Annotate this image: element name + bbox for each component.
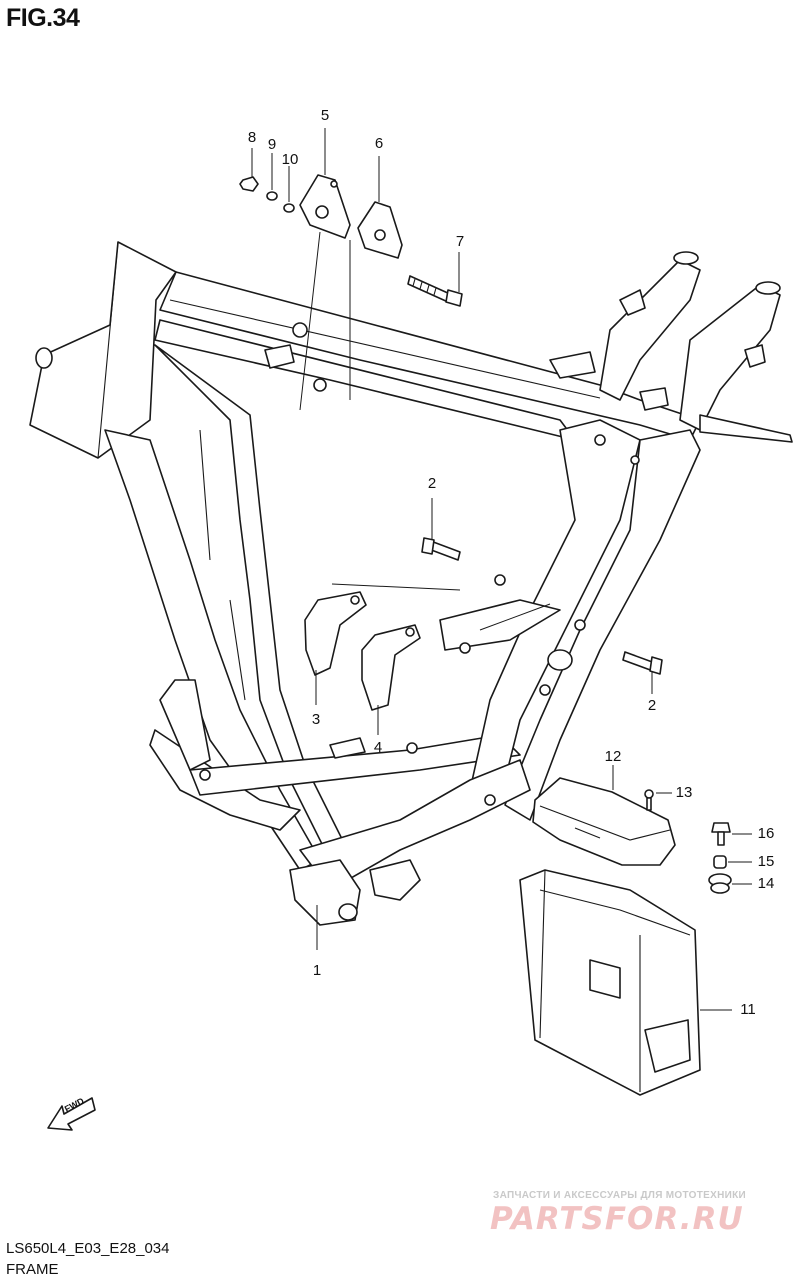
model-code: LS650L4_E03_E28_034 xyxy=(6,1240,170,1257)
leader-lines xyxy=(251,128,752,1011)
fwd-arrow-icon xyxy=(47,1097,96,1131)
callout-1: 1 xyxy=(312,962,322,979)
bracket-4 xyxy=(361,624,421,711)
grommet-14 xyxy=(708,873,732,894)
battery-cover-12 xyxy=(532,777,676,866)
callout-13: 13 xyxy=(675,784,693,801)
washer-10 xyxy=(283,203,295,213)
callout-4: 4 xyxy=(373,739,383,756)
bracket-3 xyxy=(304,591,367,676)
callout-15: 15 xyxy=(757,853,775,870)
nut-8 xyxy=(239,176,259,192)
callout-5: 5 xyxy=(320,107,330,124)
callout-2-lower: 2 xyxy=(647,697,657,714)
callout-8: 8 xyxy=(247,129,257,146)
callout-11: 11 xyxy=(740,1001,756,1018)
callout-16: 16 xyxy=(757,825,775,842)
screw-13 xyxy=(644,789,654,811)
callout-14: 14 xyxy=(757,875,775,892)
frame-part-1 xyxy=(29,241,793,926)
engine-mount-bracket-5 xyxy=(299,174,351,239)
watermark-logo: PARTSFOR.RU xyxy=(490,1201,744,1237)
callout-7: 7 xyxy=(455,233,465,250)
bolt-2a xyxy=(421,537,461,561)
bolt-2b xyxy=(622,651,663,675)
callout-3: 3 xyxy=(311,711,321,728)
bolt-7 xyxy=(407,275,463,307)
section-name: FRAME xyxy=(6,1261,59,1278)
battery-box-11 xyxy=(519,869,701,1096)
callout-6: 6 xyxy=(374,135,384,152)
watermark-tagline: ЗАПЧАСТИ И АКСЕССУАРЫ ДЛЯ МОТОТЕХНИКИ xyxy=(493,1190,746,1201)
callout-12: 12 xyxy=(604,748,622,765)
callout-9: 9 xyxy=(267,136,277,153)
washer-9 xyxy=(266,191,278,201)
bolt-16 xyxy=(711,822,731,846)
engine-mount-bracket-6 xyxy=(357,201,403,259)
callout-2-upper: 2 xyxy=(427,475,437,492)
collar-15 xyxy=(713,855,727,869)
figure-title: FIG.34 xyxy=(6,4,80,32)
callout-10: 10 xyxy=(281,151,299,168)
